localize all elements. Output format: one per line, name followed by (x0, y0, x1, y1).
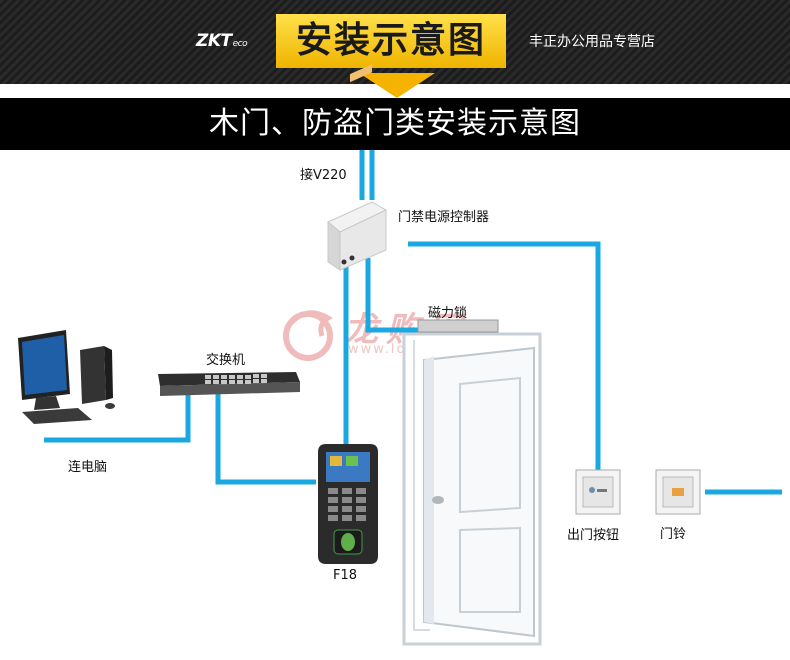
wire-to-maglock (365, 258, 418, 333)
wire-switch-to-reader (215, 392, 316, 485)
pc-tower-icon (80, 346, 113, 404)
exit-button-device (575, 469, 621, 515)
door-handle-icon (432, 496, 444, 504)
brand-suffix: eco (232, 39, 248, 49)
brand-name: ZKT (196, 31, 232, 51)
mouse-icon (105, 403, 115, 409)
monitor-icon (18, 330, 70, 410)
keyboard-icon (22, 408, 92, 424)
label-power-in: 接V220 (300, 168, 347, 183)
label-pc: 连电脑 (68, 460, 108, 475)
wire-switch-to-pc (44, 392, 191, 443)
computer (18, 330, 115, 424)
label-exit-button: 出门按钮 (567, 528, 620, 543)
label-switch: 交换机 (206, 353, 246, 368)
doorbell-device (655, 469, 701, 515)
door (402, 332, 542, 646)
f18-reader (318, 444, 378, 564)
page-title: 安装示意图 (276, 14, 506, 68)
wires (44, 150, 782, 495)
brand-logo: ZKTeco (196, 31, 248, 51)
dragon-logo-icon (283, 310, 333, 361)
label-reader: F18 (333, 568, 358, 583)
label-controller: 门禁电源控制器 (398, 210, 490, 225)
diagram-title: 木门、防盗门类安装示意图 (0, 98, 790, 150)
down-arrow-icon (359, 73, 435, 98)
label-doorbell: 门铃 (660, 527, 687, 542)
network-switch (158, 372, 300, 396)
store-name: 丰正办公用品专营店 (529, 34, 655, 50)
power-controller (327, 64, 388, 271)
label-maglock: 磁力锁 (428, 306, 468, 321)
header-bar: ZKTeco 安装示意图 丰正办公用品专营店 (0, 0, 790, 84)
wire-to-exit-button (408, 241, 601, 470)
